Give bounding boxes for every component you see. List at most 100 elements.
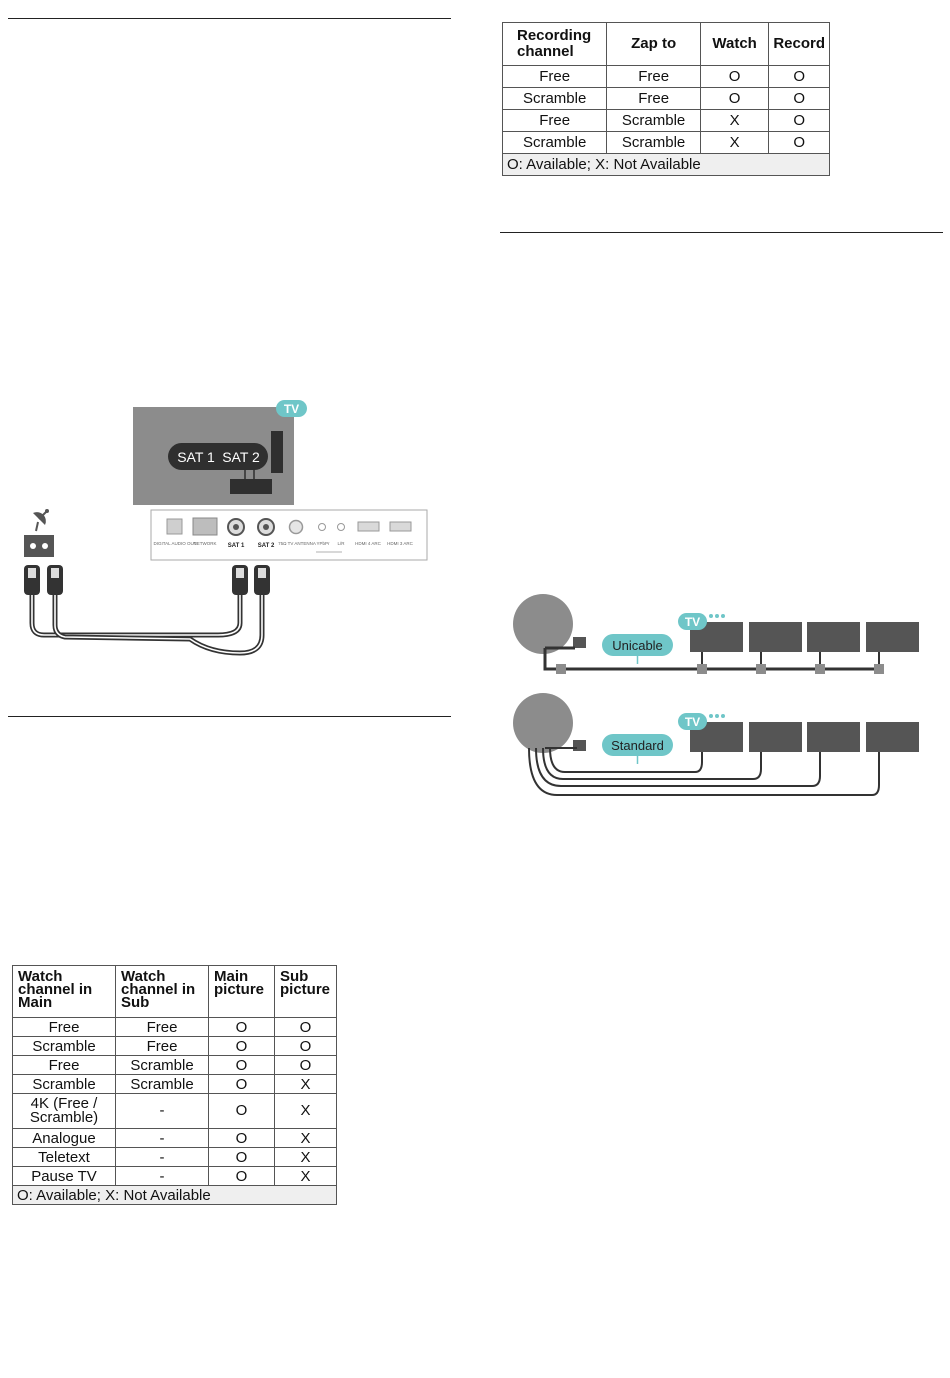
table-cell: -: [115, 1147, 209, 1167]
table-row: Free Scramble O O: [12, 1055, 337, 1075]
table-cell: Scramble: [606, 109, 701, 132]
cable-connectors: [24, 565, 270, 595]
table-cell: O: [768, 65, 830, 88]
tv-badge-top: TV: [678, 613, 725, 630]
port-label-hdmi3: HDMI 3 ARC: [387, 541, 414, 546]
table-row: Scramble Scramble O X: [12, 1074, 337, 1094]
pip-header-cell: Watch channel in Main: [12, 965, 116, 1018]
port-label-sat1: SAT 1: [228, 543, 245, 549]
table-row: Free Free O O: [12, 1017, 337, 1037]
table-cell: O: [208, 1147, 275, 1167]
availability-note: O: Available; X: Not Available: [12, 1185, 337, 1205]
recording-table-header: Recording channel Zap to Watch Record: [501, 22, 830, 66]
table-cell: O: [699, 65, 770, 88]
table-cell: Free: [606, 65, 701, 88]
satellite-dish-icon: [33, 509, 49, 532]
pip-table-header: Watch channel in Main Watch channel in S…: [12, 965, 337, 1018]
port-label-network: NETWORK: [194, 541, 217, 546]
sat-label-pill: SAT 1 SAT 2: [168, 443, 268, 470]
table-cell: O: [208, 1055, 275, 1075]
tv-badge-top-text: TV: [685, 615, 700, 629]
standard-tvs: [690, 722, 919, 752]
table-row: 4K (Free / Scramble) - O X: [12, 1093, 337, 1129]
dish-standard: [513, 693, 573, 753]
table-cell: O: [768, 109, 830, 132]
pip-table: Watch channel in Main Watch channel in S…: [12, 965, 337, 1205]
table-note-row: O: Available; X: Not Available: [12, 1185, 337, 1205]
table-cell: 4K (Free / Scramble): [12, 1093, 116, 1129]
table-cell: O: [208, 1166, 275, 1186]
table-cell: X: [699, 131, 770, 154]
table-note-row: O: Available; X: Not Available: [502, 153, 830, 176]
table-row: Teletext - O X: [12, 1147, 337, 1167]
table-row: Scramble Free O O: [501, 87, 830, 110]
table-cell: X: [274, 1093, 337, 1129]
table-cell: O: [208, 1128, 275, 1148]
recording-header-cell: Watch: [699, 22, 770, 66]
network-port: [192, 517, 218, 536]
recording-header-cell: Zap to: [606, 22, 701, 66]
hdmi4-port: [357, 521, 380, 532]
unicable-line: [543, 648, 880, 671]
port-label-sat2: SAT 2: [258, 543, 275, 549]
table-cell: O: [768, 87, 830, 110]
availability-note: O: Available; X: Not Available: [502, 153, 830, 176]
table-cell: Free: [115, 1036, 209, 1056]
section-rule-top-left: [8, 18, 451, 19]
table-cell: Teletext: [12, 1147, 116, 1167]
recording-header-cell: Record: [768, 22, 830, 66]
table-cell: O: [208, 1036, 275, 1056]
table-cell: Free: [606, 87, 701, 110]
port-label-ypbpr: YPbPr: [316, 541, 330, 546]
table-cell: Analogue: [12, 1128, 116, 1148]
pip-header-cell: Sub picture: [274, 965, 337, 1018]
lnb-box: [24, 535, 54, 557]
table-cell: X: [274, 1166, 337, 1186]
table-cell: Scramble: [501, 131, 608, 154]
sat2-label: SAT 2: [222, 449, 260, 465]
table-cell: O: [208, 1074, 275, 1094]
standard-label-pill: Standard: [602, 734, 673, 764]
pip-header-cell: Main picture: [208, 965, 275, 1018]
table-cell: Free: [501, 109, 608, 132]
table-cell: Scramble: [606, 131, 701, 154]
unicable-tvs: [690, 622, 919, 652]
table-cell: O: [768, 131, 830, 154]
digital-audio-port: [166, 518, 183, 535]
port-label-antenna: 75Ω TV ANTENNA: [278, 541, 316, 546]
table-cell: Scramble: [115, 1074, 209, 1094]
table-cell: Scramble: [501, 87, 608, 110]
table-row: Scramble Free O O: [12, 1036, 337, 1056]
recording-table: Recording channel Zap to Watch Record Fr…: [501, 22, 830, 176]
lr-port: [337, 523, 345, 531]
tv-badge: TV: [276, 400, 307, 417]
hdmi3-port: [389, 521, 412, 532]
standard-label: Standard: [611, 738, 664, 753]
table-cell: Free: [12, 1055, 116, 1075]
port-label-lr: L/R: [337, 541, 345, 546]
tv-badge-bottom-text: TV: [685, 715, 700, 729]
table-cell: O: [699, 87, 770, 110]
table-cell: X: [274, 1074, 337, 1094]
section-rule-top-right: [500, 232, 943, 233]
table-cell: Scramble: [115, 1055, 209, 1075]
table-cell: -: [115, 1128, 209, 1148]
standard-cables: [528, 747, 880, 796]
port-label-digital-audio: DIGITAL AUDIO OUT: [153, 541, 196, 546]
unicable-label-pill: Unicable: [602, 634, 673, 664]
satellite-cables: [29, 592, 265, 656]
table-row: Free Scramble X O: [501, 109, 830, 132]
tv-badge-bottom: TV: [678, 713, 725, 730]
table-row: Pause TV - O X: [12, 1166, 337, 1186]
table-row: Analogue - O X: [12, 1128, 337, 1148]
table-cell: X: [699, 109, 770, 132]
table-cell: O: [208, 1093, 275, 1129]
tv-badge-text: TV: [284, 402, 299, 416]
unicable-taps: [556, 664, 884, 674]
port-label-hdmi4: HDMI 4 ARC: [355, 541, 382, 546]
tv-connector-block: [230, 479, 272, 494]
table-row: Free Free O O: [501, 65, 830, 88]
port-panel: [150, 509, 428, 561]
section-rule-mid-left: [8, 716, 451, 717]
table-cell: Scramble: [12, 1074, 116, 1094]
